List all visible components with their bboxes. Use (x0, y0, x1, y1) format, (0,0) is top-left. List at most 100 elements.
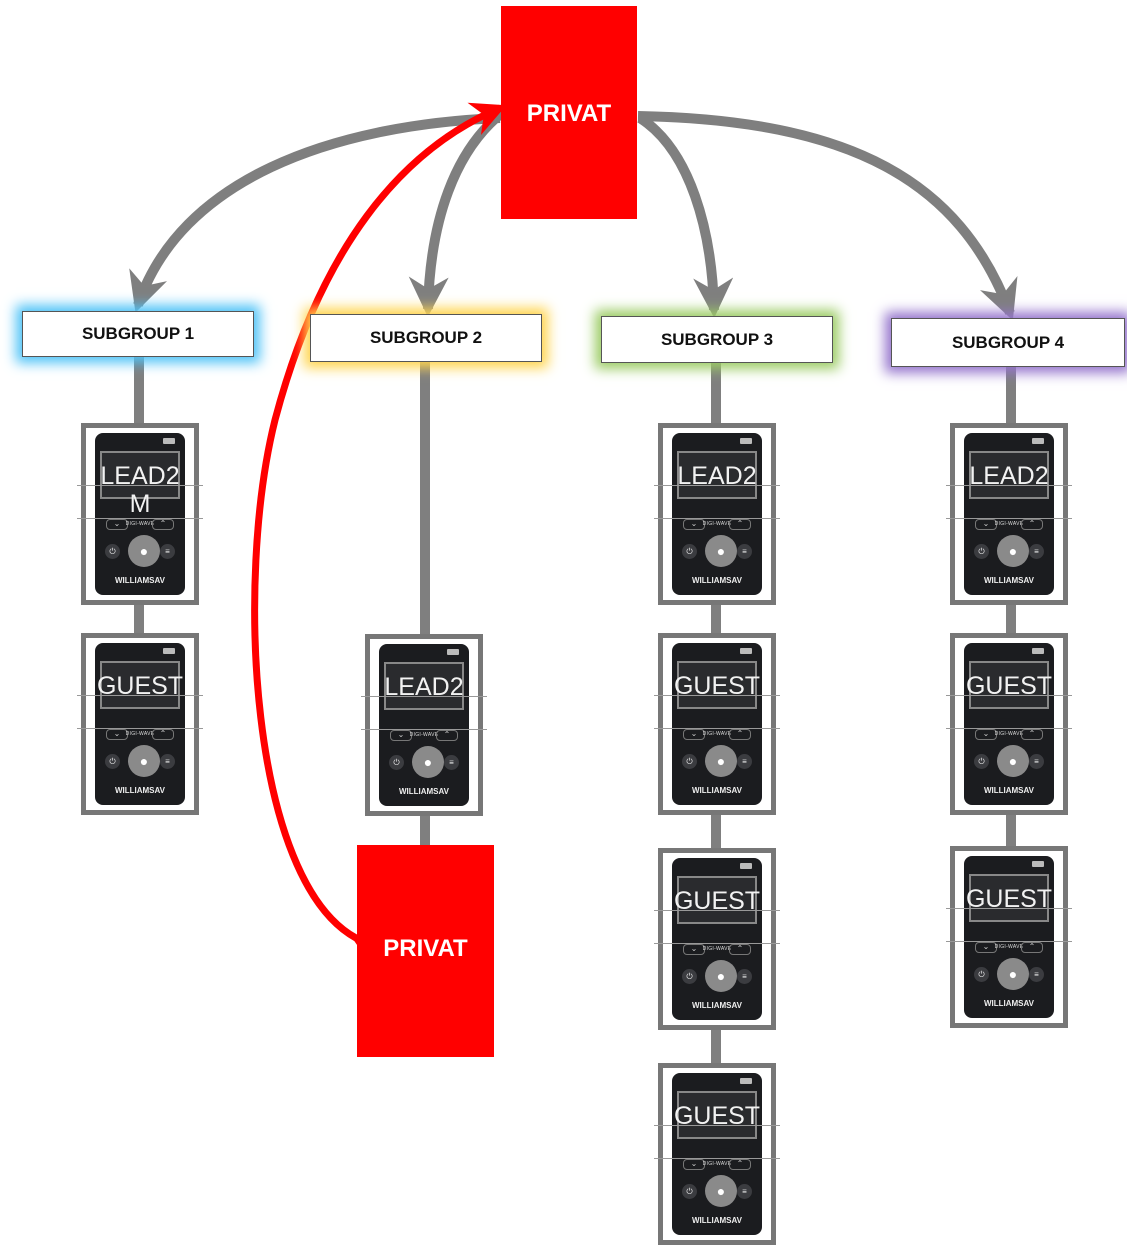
divider-line (946, 941, 1072, 942)
chevron-up-icon: ⌃ (1021, 519, 1043, 530)
subgroup-4-label: SUBGROUP 4 (951, 332, 1065, 352)
subgroup-3-label: SUBGROUP 3 (660, 329, 774, 349)
microphone-icon: ● (705, 1175, 737, 1207)
device-body: LEAD2⌄DIGI-WAVE⌃⏻●≡WILLIAMSAV (379, 644, 469, 806)
device-sg3-4: GUEST⌄DIGI-WAVE⌃⏻●≡WILLIAMSAV (654, 1063, 780, 1245)
chevron-down-icon: ⌄ (683, 1159, 705, 1170)
chevron-down-icon: ⌄ (683, 519, 705, 530)
power-icon: ⏻ (682, 754, 697, 769)
device-body: GUEST⌄DIGI-WAVE⌃⏻●≡WILLIAMSAV (672, 858, 762, 1020)
device-screen: GUEST (674, 876, 760, 924)
power-icon: ⏻ (389, 755, 404, 770)
menu-check-icon: ≡ (737, 1184, 752, 1199)
divider-line (654, 1125, 780, 1126)
device-sg3-3: GUEST⌄DIGI-WAVE⌃⏻●≡WILLIAMSAV (654, 848, 780, 1030)
microphone-icon: ● (128, 535, 160, 567)
chevron-up-icon: ⌃ (729, 519, 751, 530)
device-brand-label: WILLIAMSAV (983, 999, 1035, 1008)
privat-root: PRIVAT (501, 6, 637, 219)
device-body: GUEST⌄DIGI-WAVE⌃⏻●≡WILLIAMSAV (672, 1073, 762, 1235)
divider-line (946, 518, 1072, 519)
device-screen: LEAD2 (969, 451, 1049, 499)
divider-line (654, 695, 780, 696)
divider-line (361, 696, 487, 697)
divider-line (946, 728, 1072, 729)
led-indicator (740, 438, 752, 444)
chevron-down-icon: ⌄ (975, 942, 997, 953)
chevron-down-icon: ⌄ (683, 729, 705, 740)
subgroup-3-box: SUBGROUP 3 (601, 316, 833, 363)
device-brand-label: WILLIAMSAV (691, 1001, 743, 1010)
microphone-icon: ● (128, 745, 160, 777)
menu-check-icon: ≡ (160, 754, 175, 769)
device-sg2-1: LEAD2⌄DIGI-WAVE⌃⏻●≡WILLIAMSAV (361, 634, 487, 816)
menu-check-icon: ≡ (737, 969, 752, 984)
led-indicator (163, 648, 175, 654)
divider-line (654, 1158, 780, 1159)
menu-check-icon: ≡ (1029, 754, 1044, 769)
device-brand-label: WILLIAMSAV (691, 576, 743, 585)
chevron-up-icon: ⌃ (152, 729, 174, 740)
power-icon: ⏻ (974, 754, 989, 769)
device-model-label: DIGI-WAVE (409, 732, 439, 738)
device-screen-label: LEAD2 M (100, 462, 180, 518)
led-indicator (447, 649, 459, 655)
led-indicator (1032, 861, 1044, 867)
menu-check-icon: ≡ (1029, 967, 1044, 982)
device-body: LEAD2 ⌄DIGI-WAVE⌃ ⏻ ●≡ WILLIAMSAV (672, 433, 762, 595)
device-brand-label: WILLIAMSAV (983, 576, 1035, 585)
divider-line (77, 485, 203, 486)
divider-line (654, 943, 780, 944)
device-screen: LEAD2 (384, 662, 464, 710)
chevron-up-icon: ⌃ (436, 730, 458, 741)
menu-check-icon: ≡ (737, 754, 752, 769)
device-model-label: DIGI-WAVE (125, 521, 155, 527)
chevron-up-icon: ⌃ (1021, 942, 1043, 953)
led-indicator (740, 648, 752, 654)
subgroup-4-box: SUBGROUP 4 (891, 318, 1125, 367)
privat-root-label: PRIVAT (526, 100, 612, 127)
device-model-label: DIGI-WAVE (702, 731, 732, 737)
device-screen: GUEST (674, 1091, 760, 1139)
device-brand-label: WILLIAMSAV (398, 787, 450, 796)
device-screen: LEAD2 (677, 451, 757, 499)
led-indicator (163, 438, 175, 444)
device-screen: GUEST (966, 874, 1052, 922)
power-icon: ⏻ (682, 969, 697, 984)
device-body: GUEST⌄DIGI-WAVE⌃⏻●≡WILLIAMSAV (672, 643, 762, 805)
divider-line (654, 910, 780, 911)
device-sg3-2: GUEST⌄DIGI-WAVE⌃⏻●≡WILLIAMSAV (654, 633, 780, 815)
microphone-icon: ● (997, 958, 1029, 990)
divider-line (654, 518, 780, 519)
divider-line (654, 485, 780, 486)
microphone-icon: ● (997, 745, 1029, 777)
microphone-icon: ● (705, 535, 737, 567)
subgroup-2-label: SUBGROUP 2 (369, 328, 483, 347)
device-model-label: DIGI-WAVE (702, 521, 732, 527)
privat-target-label: PRIVAT (383, 935, 468, 962)
power-icon: ⏻ (682, 544, 697, 559)
device-sg1-1: LEAD2 M⌄DIGI-WAVE⌃⏻●≡WILLIAMSAV (77, 423, 203, 605)
power-icon: ⏻ (105, 754, 120, 769)
menu-check-icon: ≡ (1029, 544, 1044, 559)
divider-line (946, 485, 1072, 486)
microphone-icon: ● (997, 535, 1029, 567)
device-body: LEAD2 M⌄DIGI-WAVE⌃⏻●≡WILLIAMSAV (95, 433, 185, 595)
red-double-arrow (251, 102, 507, 967)
divider-line (77, 518, 203, 519)
menu-check-icon: ≡ (737, 544, 752, 559)
chevron-down-icon: ⌄ (683, 944, 705, 955)
arrow-to-subgroup-4 (637, 111, 1018, 321)
subgroup-2-box: SUBGROUP 2 (310, 314, 542, 362)
chevron-up-icon: ⌃ (152, 519, 174, 530)
device-sg1-2: GUEST⌄DIGI-WAVE⌃⏻●≡WILLIAMSAV (77, 633, 203, 815)
power-icon: ⏻ (974, 967, 989, 982)
arrow-to-subgroup-3 (637, 113, 734, 318)
menu-check-icon: ≡ (160, 544, 175, 559)
divider-line (361, 729, 487, 730)
microphone-icon: ● (705, 960, 737, 992)
chevron-up-icon: ⌃ (729, 729, 751, 740)
device-brand-label: WILLIAMSAV (691, 1216, 743, 1225)
power-icon: ⏻ (105, 544, 120, 559)
device-body: GUEST⌄DIGI-WAVE⌃⏻●≡WILLIAMSAV (95, 643, 185, 805)
